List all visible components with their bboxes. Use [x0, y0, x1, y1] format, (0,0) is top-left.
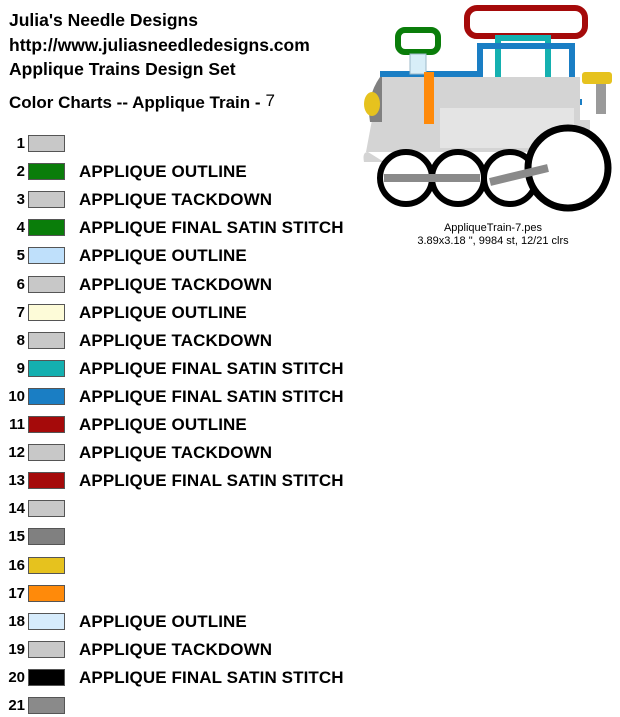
color-number: 17 [8, 584, 25, 602]
color-label: APPLIQUE TACKDOWN [79, 330, 273, 350]
color-row: 11 APPLIQUE OUTLINE [0, 414, 400, 436]
color-label: APPLIQUE OUTLINE [79, 162, 247, 182]
color-row: 20 APPLIQUE FINAL SATIN STITCH [0, 667, 400, 689]
color-label: APPLIQUE TACKDOWN [79, 274, 273, 294]
train-design-preview [363, 5, 612, 212]
color-swatch [28, 219, 65, 237]
company-name: Julia's Needle Designs [9, 10, 198, 30]
train-dome [424, 72, 434, 124]
color-number: 14 [8, 500, 25, 518]
color-row: 21 [0, 695, 400, 717]
website-url[interactable]: http://www.juliasneedledesigns.com [9, 35, 310, 55]
color-chart-title-text: Color Charts -- Applique Train - [9, 93, 261, 112]
design-set-title: Applique Trains Design Set [9, 59, 236, 79]
color-row: 14 [0, 498, 400, 520]
train-wheel-big [524, 124, 612, 212]
color-number: 9 [16, 359, 25, 377]
color-row: 3 APPLIQUE TACKDOWN [0, 189, 400, 211]
color-swatch [28, 247, 65, 265]
color-label: APPLIQUE TACKDOWN [79, 443, 273, 463]
color-swatch [28, 191, 65, 209]
color-row: 8 APPLIQUE TACKDOWN [0, 330, 400, 352]
color-swatch [28, 500, 65, 518]
color-label: APPLIQUE TACKDOWN [79, 639, 273, 659]
color-swatch [28, 275, 65, 293]
color-row: 6 APPLIQUE TACKDOWN [0, 274, 400, 296]
color-number: 13 [8, 472, 25, 490]
color-label: APPLIQUE OUTLINE [79, 302, 247, 322]
color-label: APPLIQUE FINAL SATIN STITCH [79, 667, 344, 687]
color-row: 5 APPLIQUE OUTLINE [0, 245, 400, 267]
color-swatch [28, 612, 65, 630]
color-number: 12 [8, 444, 25, 462]
train-headlight [364, 92, 380, 116]
color-number: 5 [16, 247, 25, 265]
preview-filename: AppliqueTrain-7.pes [443, 222, 543, 234]
color-chart-design-number: 7 [265, 91, 276, 110]
color-number: 1 [16, 135, 25, 152]
color-row: 7 APPLIQUE OUTLINE [0, 302, 400, 324]
color-number: 16 [8, 556, 25, 574]
color-label: APPLIQUE FINAL SATIN STITCH [79, 471, 344, 491]
color-row: 13 APPLIQUE FINAL SATIN STITCH [0, 470, 400, 492]
color-row: 12 APPLIQUE TACKDOWN [0, 442, 400, 464]
color-row: 10 APPLIQUE FINAL SATIN STITCH [0, 386, 400, 408]
color-swatch [28, 135, 65, 152]
color-swatch [28, 303, 65, 321]
color-label: APPLIQUE OUTLINE [79, 415, 247, 434]
color-swatch [28, 416, 65, 433]
color-label: APPLIQUE FINAL SATIN STITCH [79, 218, 344, 238]
color-row: 16 [0, 555, 400, 577]
color-row: 19 APPLIQUE TACKDOWN [0, 639, 400, 661]
color-number: 4 [16, 219, 25, 237]
color-row: 17 [0, 583, 400, 605]
color-swatch [28, 668, 65, 686]
color-number: 15 [8, 528, 25, 546]
color-label: APPLIQUE OUTLINE [79, 611, 247, 631]
color-number: 3 [16, 191, 25, 209]
color-number: 11 [9, 416, 25, 433]
color-row: 15 [0, 526, 400, 548]
color-row: 1 [0, 133, 400, 155]
color-swatch [28, 387, 65, 405]
color-swatch [28, 640, 65, 658]
color-number: 19 [8, 640, 25, 658]
train-smokestack-top [395, 27, 441, 55]
color-swatch [28, 556, 65, 574]
color-swatch [28, 331, 65, 349]
color-swatch [28, 163, 65, 181]
color-swatch [28, 584, 65, 602]
color-swatch [28, 472, 65, 490]
color-number: 2 [16, 163, 25, 181]
color-label: APPLIQUE OUTLINE [79, 246, 247, 266]
color-chart-title: Color Charts -- Applique Train -7 [9, 91, 276, 114]
color-row: 4 APPLIQUE FINAL SATIN STITCH [0, 217, 400, 239]
color-number: 8 [16, 331, 25, 349]
color-number: 10 [8, 387, 25, 405]
color-row: 2 APPLIQUE OUTLINE [0, 161, 400, 183]
color-number: 7 [16, 303, 25, 321]
color-number: 20 [8, 668, 25, 686]
color-swatch [28, 528, 65, 546]
color-label: APPLIQUE FINAL SATIN STITCH [79, 386, 344, 406]
color-label: APPLIQUE TACKDOWN [79, 190, 273, 210]
color-number: 6 [16, 275, 25, 293]
color-number: 21 [8, 697, 25, 714]
color-row: 9 APPLIQUE FINAL SATIN STITCH [0, 358, 400, 380]
color-label: APPLIQUE FINAL SATIN STITCH [79, 358, 344, 378]
color-swatch [28, 444, 65, 462]
color-swatch [28, 359, 65, 377]
color-number: 18 [8, 612, 25, 630]
train-cab-roof [464, 5, 588, 39]
color-swatch [28, 697, 65, 714]
preview-dimensions: 3.89x3.18 ", 9984 st, 12/21 clrs [417, 235, 569, 247]
color-row: 18 APPLIQUE OUTLINE [0, 611, 400, 633]
